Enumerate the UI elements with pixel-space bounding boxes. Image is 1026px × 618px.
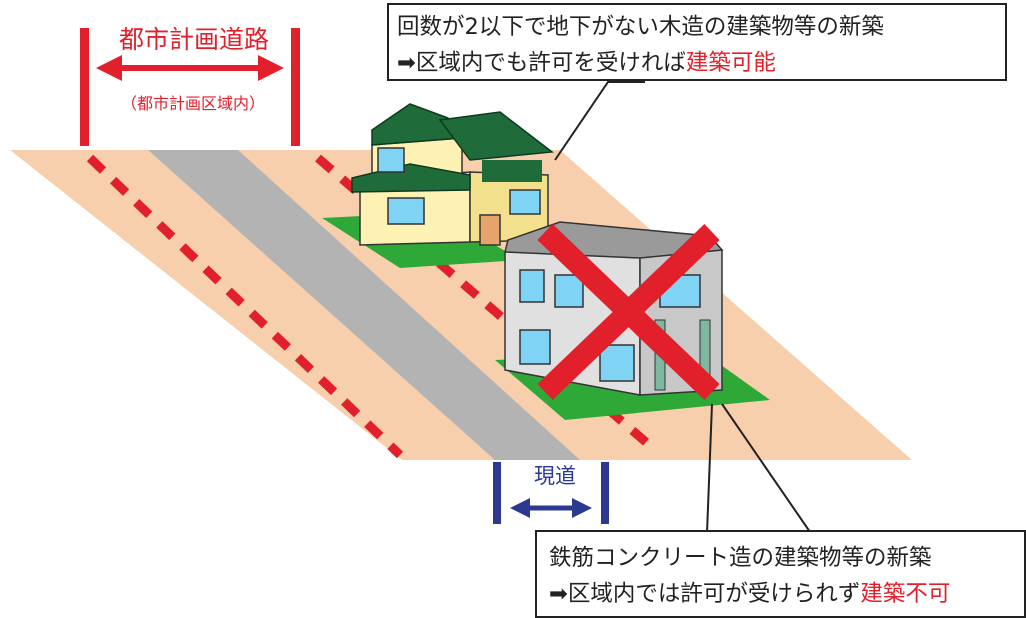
prohibited-cross-icon	[537, 224, 720, 400]
callout-concrete-result-line: ➡区域内では許可が受けられず建築不可	[549, 576, 1024, 612]
current-road-right-post	[601, 462, 609, 524]
callout-bottom-leader-b	[721, 403, 811, 533]
existing-road	[148, 150, 580, 460]
planned-road-label: 都市計画道路	[118, 25, 269, 54]
callout-bottom-leader	[706, 403, 713, 534]
double-arrow-icon	[510, 498, 592, 518]
planned-road-left-post	[80, 28, 89, 146]
callout-wooden-result: 建築可能	[685, 50, 776, 76]
callout-top-leader	[554, 81, 645, 161]
callout-wooden-allowed: 回数が2以下で地下がない木造の建築物等の新築 ➡区域内でも許可を受ければ建築可能	[387, 3, 1007, 81]
planned-road-right-post	[291, 28, 300, 146]
callout-concrete-result-prefix: ➡区域内では許可が受けられず	[549, 581, 861, 607]
callout-wooden-condition: 回数が2以下で地下がない木造の建築物等の新築	[397, 14, 884, 40]
double-arrow-icon	[96, 55, 284, 81]
planned-road-area-note: （都市計画区域内）	[120, 94, 265, 113]
current-road-left-post	[493, 462, 501, 524]
callout-wooden-result-prefix: ➡区域内でも許可を受ければ	[397, 50, 686, 76]
planned-road-boundary-left	[86, 154, 404, 459]
current-road-label: 現道	[534, 464, 576, 488]
callout-concrete-result: 建築不可	[860, 581, 951, 607]
callout-wooden-result-line: ➡区域内でも許可を受ければ建築可能	[397, 45, 1005, 81]
callout-concrete-denied: 鉄筋コンクリート造の建築物等の新築 ➡区域内では許可が受けられず建築不可	[535, 530, 1026, 618]
wooden-house-icon	[322, 103, 554, 268]
callout-concrete-condition: 鉄筋コンクリート造の建築物等の新築	[549, 545, 932, 571]
